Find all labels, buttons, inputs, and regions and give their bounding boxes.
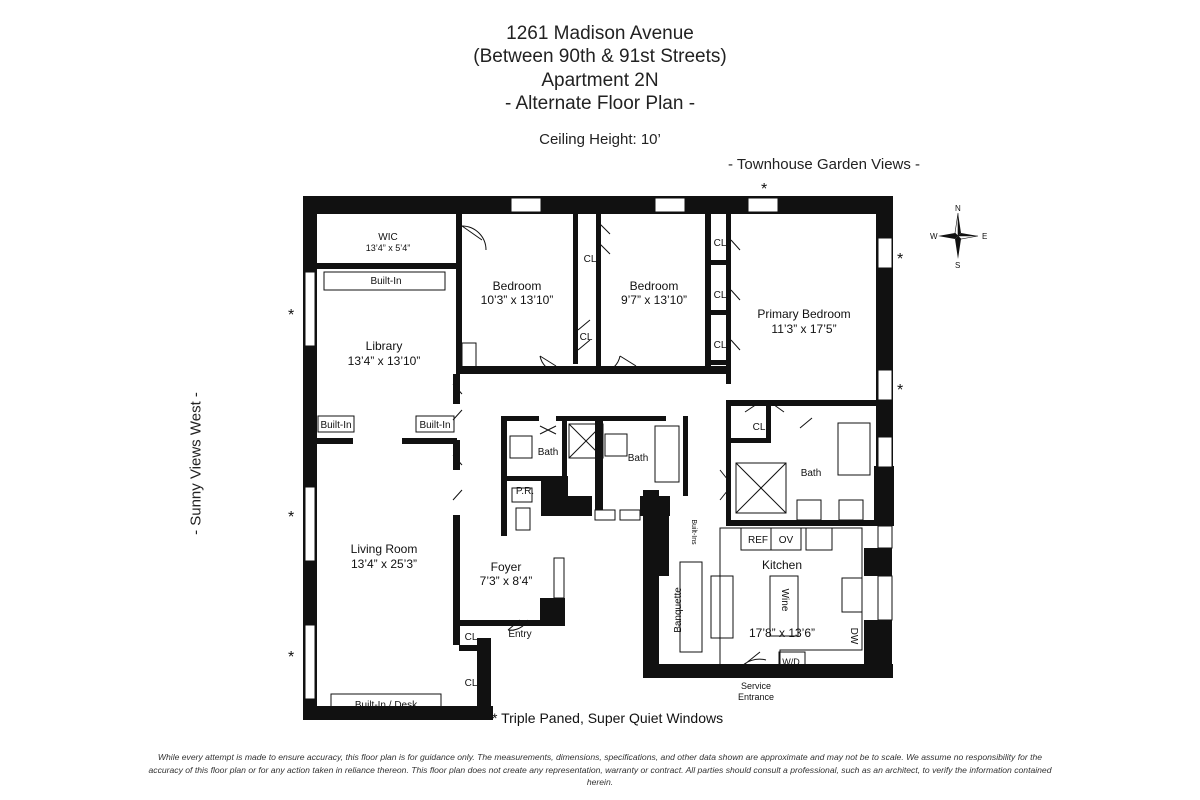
closet-bed1-top: CL <box>584 254 597 265</box>
window-markers: * * * * * * <box>288 181 903 666</box>
bedroom2-dims: 9’7” x 13’10” <box>621 293 687 307</box>
kitchen-name: Kitchen <box>762 558 802 572</box>
bath-2-label: Bath <box>628 453 649 464</box>
room-labels: WIC 13’4” x 5’4” Built-In Bedroom 10’3” … <box>320 232 859 711</box>
foyer-name: Foyer <box>491 560 522 574</box>
unit-line: Apartment 2N <box>541 70 659 91</box>
disclaimer: While every attempt is made to ensure ac… <box>148 752 1052 787</box>
windows-footnote: * Triple Paned, Super Quiet Windows <box>492 710 724 726</box>
library-dims: 13’4” x 13’10” <box>348 354 421 368</box>
primary-name: Primary Bedroom <box>757 307 850 321</box>
compass-w: W <box>930 232 938 241</box>
compass-e: E <box>982 232 987 241</box>
closet-bed1-bottom: CL <box>580 332 593 343</box>
bedroom1-dims: 10’3” x 13’10” <box>481 293 554 307</box>
library-built-in: Built-In <box>370 276 401 287</box>
powder-room-label: P.R. <box>516 486 534 497</box>
closet-entry-1: CL <box>465 632 478 643</box>
address-line: 1261 Madison Avenue <box>506 23 694 44</box>
compass-n: N <box>955 204 961 213</box>
wic-dims: 13’4” x 5’4” <box>366 243 411 253</box>
asterisk-top: * <box>761 181 767 198</box>
asterisk-right-1: * <box>897 251 903 268</box>
entrance-label: Entrance <box>738 692 774 702</box>
asterisk-right-2: * <box>897 382 903 399</box>
entry-label: Entry <box>508 629 531 640</box>
built-ins-label: Built-Ins <box>690 519 697 545</box>
closet-primary-2: CL <box>714 290 727 301</box>
bath-1-label: Bath <box>538 447 559 458</box>
wine-label: Wine <box>779 589 790 612</box>
closet-primary-3: CL <box>714 340 727 351</box>
cross-streets-line: (Between 90th & 91st Streets) <box>473 46 727 67</box>
ceiling-height: Ceiling Height: 10’ <box>539 131 661 148</box>
bath-primary-label: Bath <box>801 468 822 479</box>
living-name: Living Room <box>351 542 418 556</box>
closet-entry-2: CL <box>465 678 478 689</box>
living-built-in-left: Built-In <box>320 420 351 431</box>
foyer-dims: 7’3” x 8’4” <box>480 574 533 588</box>
bedroom2-name: Bedroom <box>630 279 679 293</box>
banquette-label: Banquette <box>673 587 684 633</box>
wic-name: WIC <box>378 232 397 243</box>
closet-primary-4: CL <box>753 422 766 433</box>
asterisk-left-2: * <box>288 509 294 526</box>
living-dims: 13’4” x 25’3” <box>351 557 417 571</box>
washer-dryer-label: W/D <box>782 657 800 667</box>
kitchen-dims: 17’8” x 13’6” <box>749 626 815 640</box>
asterisk-left-3: * <box>288 649 294 666</box>
living-built-in-right: Built-In <box>419 420 450 431</box>
service-label: Service <box>741 681 771 691</box>
built-in-desk: Built-In / Desk <box>355 700 418 711</box>
primary-dims: 11’3” x 17’5” <box>771 322 836 336</box>
ref-label: REF <box>748 535 768 546</box>
bedroom1-name: Bedroom <box>493 279 542 293</box>
dishwasher-label: DW <box>848 628 859 645</box>
closet-primary-1: CL <box>714 238 727 249</box>
library-name: Library <box>366 339 403 353</box>
garden-views-label: - Townhouse Garden Views - <box>728 156 921 173</box>
asterisk-left-1: * <box>288 307 294 324</box>
compass-icon: N S E W <box>930 204 987 269</box>
fixtures <box>317 223 871 717</box>
windows <box>304 197 893 700</box>
oven-label: OV <box>779 535 794 546</box>
plan-type-line: - Alternate Floor Plan - <box>504 93 696 114</box>
compass-s: S <box>955 261 960 269</box>
